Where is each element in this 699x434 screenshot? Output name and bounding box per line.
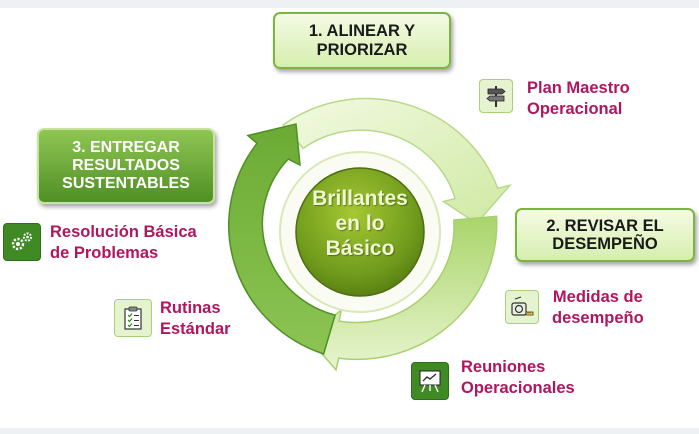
tool-label-basic-problem-solving: Resolución Básica de Problemas	[50, 223, 197, 262]
arrow-left	[228, 123, 337, 355]
arrow-top	[282, 97, 513, 225]
step-3-deliver-results: 3. ENTREGAR RESULTADOS SUSTENTABLES	[37, 128, 215, 204]
bottom-band	[0, 428, 699, 434]
tool-label-operational-meetings: Reuniones Operacionales	[461, 358, 575, 397]
checklist-icon	[114, 299, 152, 337]
tape-measure-icon	[505, 290, 539, 324]
tool-label-master-plan: Plan Maestro Operacional	[527, 79, 630, 118]
center-label: Brillantes en lo Básico	[312, 187, 408, 261]
gears-icon	[3, 223, 41, 261]
top-band	[0, 0, 699, 8]
tool-label-standard-routines: Rutinas Estándar	[160, 299, 231, 338]
tool-label-performance-measures: Medidas de desempeño	[552, 288, 644, 327]
arrow-bottom	[305, 215, 498, 372]
step-2-review-performance: 2. REVISAR EL DESEMPEÑO	[515, 208, 695, 262]
center-circle-inner	[295, 167, 425, 297]
step-1-align-prioritize: 1. ALINEAR Y PRIORIZAR	[273, 12, 451, 69]
presentation-board-icon	[411, 362, 449, 400]
signpost-icon	[479, 79, 513, 113]
